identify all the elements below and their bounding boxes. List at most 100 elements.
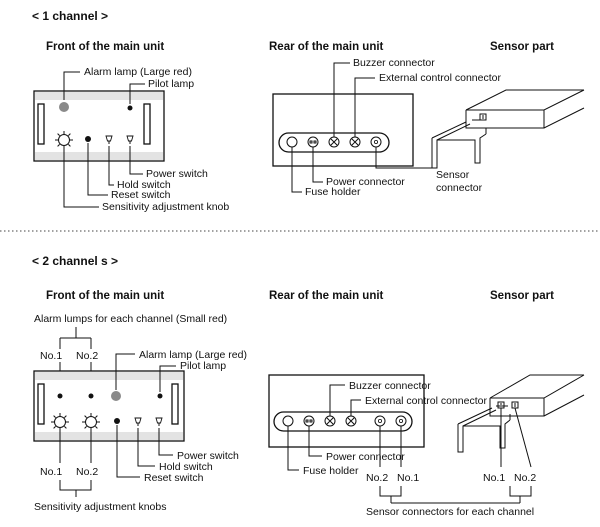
fuse-holder-label: Fuse holder: [303, 465, 359, 477]
sensor-part-drawing-2ch: No.1 No.2: [457, 374, 585, 484]
external-control-leader: [350, 399, 361, 416]
external-control-label: External control connector: [365, 395, 487, 407]
buzzer-connector[interactable]: [328, 136, 340, 148]
power-switch-label: Power switch: [146, 168, 208, 180]
alarm-lamp-leader: [115, 353, 135, 390]
front-panel-bottom-strip: [35, 152, 163, 160]
power-connector-leader: [312, 147, 323, 183]
reset-switch-label: Reset switch: [144, 472, 204, 484]
sensor-connector-no1[interactable]: [395, 415, 407, 427]
power-switch-label: Power switch: [177, 450, 239, 462]
sensor-no2-label: No.2: [514, 472, 536, 484]
buzzer-connector[interactable]: [324, 415, 336, 427]
external-control-connector[interactable]: [349, 136, 361, 148]
power-connector[interactable]: [307, 136, 319, 148]
reset-switch[interactable]: [114, 418, 120, 424]
pilot-lamp: [127, 105, 133, 111]
heading-rear: Rear of the main unit: [269, 41, 384, 53]
rear-panel-2ch: [268, 374, 425, 448]
sensor-connector-socket-no2: [511, 401, 519, 409]
rear-connector-bar: [273, 411, 413, 432]
alarm-lamp-leader: [63, 71, 80, 100]
sensitivity-knob[interactable]: [55, 131, 73, 149]
section-2-channels: < 2 channel s > Front of the main unit R…: [32, 254, 585, 518]
fuse-holder[interactable]: [286, 136, 298, 148]
alarm-lamp-label: Alarm lamp (Large red): [84, 66, 192, 78]
power-switch[interactable]: [126, 135, 134, 144]
sensor-connector-leader: [375, 147, 432, 169]
right-handle: [171, 383, 179, 425]
sensitivity-knob-no1[interactable]: [51, 413, 69, 431]
left-handle: [37, 103, 45, 145]
sensitivity-knob-leader: [63, 147, 99, 208]
front-panel-2ch: [33, 370, 185, 442]
no1-bottom-label: No.1: [40, 466, 62, 478]
section-1-channel: < 1 channel > Front of the main unit Rea…: [32, 9, 585, 213]
hold-switch-label: Hold switch: [117, 179, 171, 191]
front-panel-top-strip: [35, 372, 183, 380]
hold-switch-label: Hold switch: [159, 461, 213, 473]
heading-rear: Rear of the main unit: [269, 290, 384, 302]
power-switch[interactable]: [155, 417, 163, 426]
alarm-lamp-large: [111, 391, 121, 401]
heading-sensor: Sensor part: [490, 290, 554, 302]
buzzer-leader: [333, 62, 350, 137]
sensitivity-knobs-label: Sensitivity adjustment knobs: [34, 501, 166, 513]
pilot-lamp-label: Pilot lamp: [148, 78, 194, 90]
hold-switch[interactable]: [134, 417, 142, 426]
reset-switch[interactable]: [85, 136, 91, 142]
buzzer-label: Buzzer connector: [353, 57, 435, 69]
reset-switch-leader: [116, 425, 140, 478]
no2-label: No.2: [366, 472, 388, 484]
power-connector[interactable]: [303, 415, 315, 427]
pilot-lamp-leader: [159, 365, 176, 392]
power-connector-label: Power connector: [326, 176, 405, 188]
sensor-connector-socket: [479, 113, 487, 121]
alarm-lamp-small-no1: [57, 393, 63, 399]
left-handle: [37, 383, 45, 425]
heading-sensor: Sensor part: [490, 41, 554, 53]
knob-leaders: [59, 429, 92, 463]
alarm-lamps-bracket: [60, 327, 91, 339]
sensor-part-drawing: [431, 89, 585, 169]
knobs-bracket: [59, 480, 92, 497]
power-connector-label: Power connector: [326, 451, 405, 463]
front-panel-body: [33, 90, 165, 162]
fuse-holder-leader: [287, 426, 299, 471]
rear-callouts-2ch: Buzzer connector External control connec…: [287, 380, 534, 518]
no1-top-label: No.1: [40, 350, 62, 362]
power-switch-leader: [129, 146, 143, 175]
front-panel-bottom-strip: [35, 432, 183, 440]
rear-panel-body: [272, 93, 414, 167]
front-callouts: Alarm lamp (Large red) Pilot lamp Power …: [63, 66, 229, 213]
power-connector-leader: [308, 426, 322, 457]
front-panel-top-strip: [35, 92, 163, 100]
front-panel: [33, 90, 165, 162]
hold-switch-leader: [137, 428, 155, 467]
alarm-lamps-bracket-drops: [59, 338, 92, 349]
alarm-lamps-each-label: Alarm lumps for each channel (Small red): [34, 313, 227, 325]
rear-callouts: Buzzer connector External control connec…: [291, 57, 501, 198]
sensitivity-knob-no2[interactable]: [82, 413, 100, 431]
rear-panel-body: [268, 374, 425, 448]
fuse-holder[interactable]: [282, 415, 294, 427]
sensor-connectors-each-label: Sensor connectors for each channel: [366, 506, 534, 518]
pilot-lamp-label: Pilot lamp: [180, 360, 226, 372]
sensor-no1-label: No.1: [483, 472, 505, 484]
alarm-lamp-large: [59, 102, 69, 112]
sensor-connector-socket-no1: [497, 401, 505, 409]
alarm-lamp-label: Alarm lamp (Large red): [139, 349, 247, 361]
heading-front: Front of the main unit: [46, 290, 164, 302]
hold-switch[interactable]: [105, 135, 113, 144]
front-panel-body: [33, 370, 185, 442]
sensor-connector-no2[interactable]: [374, 415, 386, 427]
sensor-connector[interactable]: [370, 136, 382, 148]
reset-switch-label: Reset switch: [111, 189, 171, 201]
heading-front: Front of the main unit: [46, 41, 164, 53]
right-handle: [143, 103, 151, 145]
sensor-connector-label-1: Sensor: [436, 169, 470, 181]
external-control-connector[interactable]: [345, 415, 357, 427]
fuse-holder-leader: [291, 147, 302, 193]
alarm-lamp-small-no2: [88, 393, 94, 399]
